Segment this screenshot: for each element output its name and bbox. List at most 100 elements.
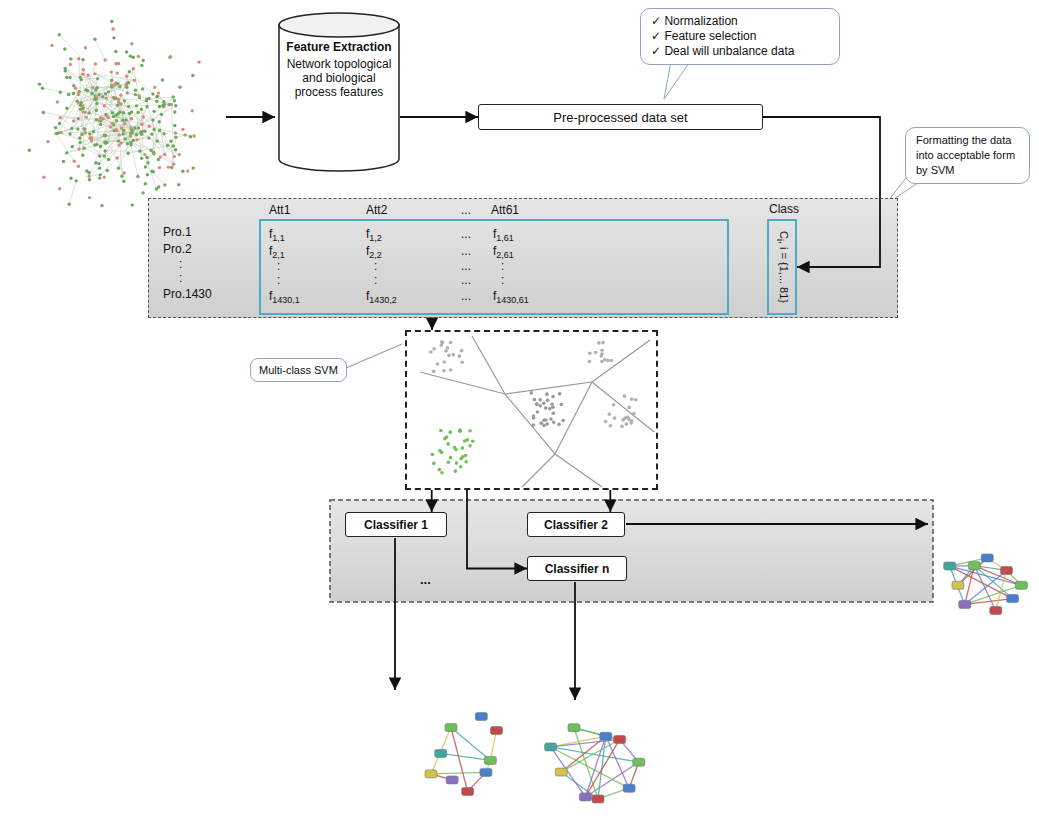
network-dot	[65, 76, 68, 79]
network-dot	[120, 126, 123, 129]
sample-point	[431, 453, 435, 457]
network-dot	[54, 132, 57, 135]
network-dot	[121, 119, 124, 122]
network-dot	[84, 131, 87, 134]
protein-node	[981, 554, 993, 562]
sample-point	[540, 421, 544, 425]
network-dot	[177, 183, 180, 186]
network-link	[81, 91, 88, 110]
module-network	[545, 724, 645, 803]
svm-box: Multi-class SVM	[405, 330, 658, 490]
sample-point	[535, 402, 539, 406]
network-dot	[103, 149, 106, 152]
network-dot	[127, 105, 130, 108]
network-dot	[173, 110, 176, 113]
callout-text: Formatting the data into acceptable form…	[916, 133, 1019, 178]
network-dot	[157, 185, 160, 188]
sample-point	[546, 399, 550, 403]
network-dot	[104, 92, 107, 95]
sample-point	[446, 460, 450, 464]
network-dot	[112, 36, 115, 39]
protein-node	[1007, 595, 1019, 603]
sample-point	[601, 341, 605, 345]
node-label: Ci, i = {1,... 81}	[773, 231, 791, 303]
network-dot	[150, 132, 153, 135]
flow-arrow	[400, 116, 478, 118]
network-dot	[104, 134, 107, 137]
network-dot	[56, 100, 59, 103]
network-dot	[68, 132, 71, 135]
network-dot	[129, 143, 132, 146]
classifier-box: Classifier 2	[527, 512, 625, 537]
sample-point	[557, 423, 561, 427]
network-link	[85, 88, 93, 130]
protein-node	[425, 770, 437, 778]
network-dot	[116, 82, 119, 85]
sample-point	[449, 456, 453, 460]
network-dot	[106, 169, 109, 172]
sample-point	[545, 422, 549, 426]
protein-node	[462, 787, 474, 795]
network-dot	[58, 33, 61, 36]
database-cylinder: Feature ExtractionNetwork topological an…	[278, 12, 400, 172]
network-link	[116, 124, 142, 129]
network-link	[72, 138, 91, 147]
network-dot	[28, 148, 31, 151]
sample-point	[627, 406, 631, 410]
network-link	[43, 113, 78, 119]
network-dot	[73, 159, 76, 162]
network-link	[133, 69, 139, 98]
matrix-cell: f1430,61	[493, 289, 529, 307]
network-dot	[116, 104, 119, 107]
network-dot	[87, 111, 90, 114]
sample-point	[603, 358, 607, 362]
matrix-cell: f2,1	[269, 244, 285, 262]
network-link	[154, 105, 169, 130]
module-link	[598, 736, 606, 799]
network-dot	[124, 83, 127, 86]
network-link	[86, 117, 116, 129]
network-link	[106, 76, 127, 94]
network-link	[65, 68, 78, 94]
matrix-cell: :	[501, 273, 504, 287]
network-link	[95, 39, 105, 60]
sample-point	[634, 398, 638, 402]
network-dot	[163, 183, 166, 186]
sample-point	[455, 461, 459, 465]
protein-node	[600, 732, 612, 740]
column-header: Att2	[366, 203, 387, 217]
matrix-cell: ...	[461, 289, 471, 303]
network-dot	[79, 141, 82, 144]
sample-point	[545, 392, 549, 396]
network-dot	[110, 70, 113, 73]
sample-point	[471, 439, 475, 443]
sample-point	[627, 418, 631, 422]
network-dot	[69, 57, 72, 60]
sample-point	[440, 451, 444, 455]
network-dot	[135, 104, 138, 107]
network-dot	[132, 67, 135, 70]
network-dot	[186, 169, 189, 172]
sample-point	[442, 360, 446, 364]
network-dot	[79, 76, 82, 79]
network-link	[77, 101, 96, 110]
matrix-cell: f1430,1	[269, 289, 300, 307]
network-dot	[98, 93, 101, 96]
network-link	[127, 69, 133, 93]
sample-point	[613, 416, 617, 420]
network-dot	[151, 118, 154, 121]
network-dot	[107, 90, 110, 93]
network-link	[42, 88, 73, 93]
network-dot	[87, 175, 90, 178]
feature-matrix: f1,1f1,2...f1,61f2,1f2,2...f2,61::...:::…	[259, 219, 729, 315]
network-dot	[129, 132, 132, 135]
network-dot	[197, 60, 200, 63]
sample-point	[560, 403, 564, 407]
panel-fill	[148, 198, 898, 318]
network-dot	[155, 95, 158, 98]
sample-point	[449, 341, 453, 345]
network-dot	[162, 132, 165, 135]
network-dot	[168, 56, 171, 59]
network-dot	[117, 133, 120, 136]
callout-text: ✓ Normalization	[651, 14, 829, 29]
